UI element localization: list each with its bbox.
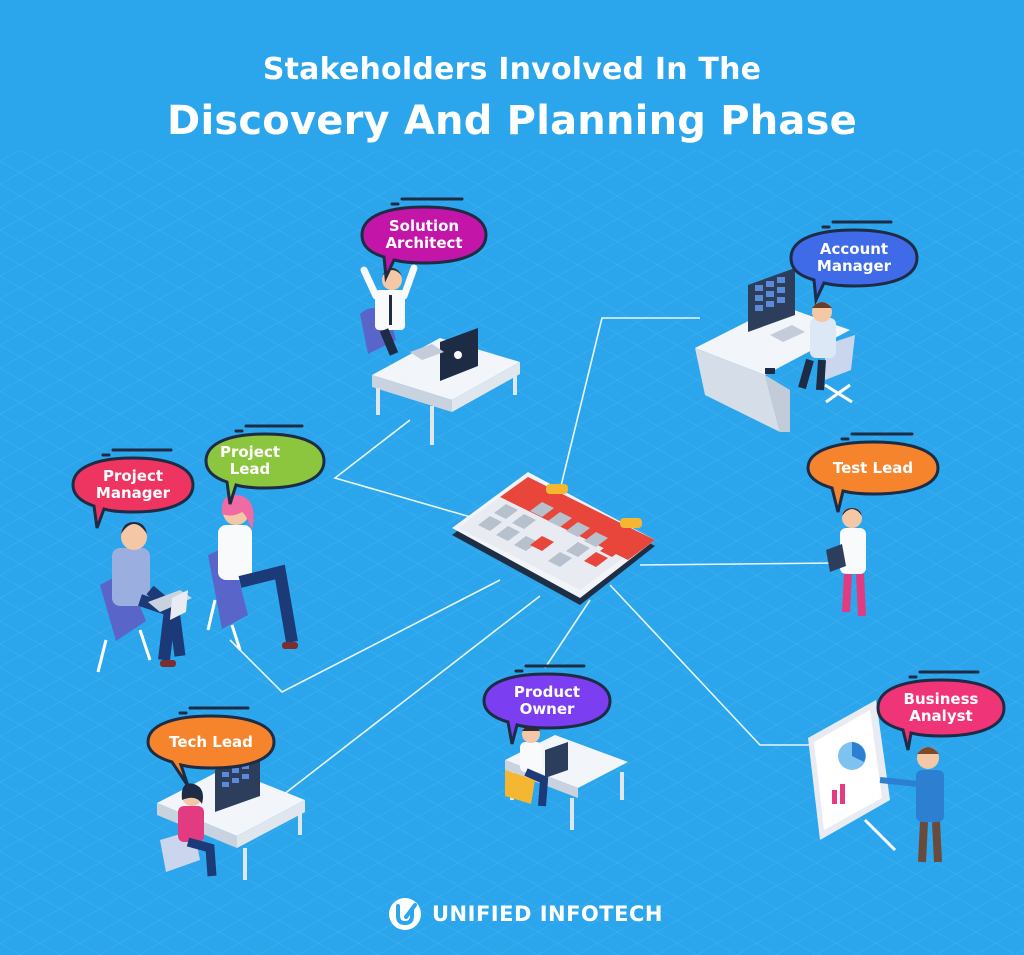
bubble-account-manager: Account Manager (789, 220, 919, 306)
connector-business-analyst (609, 584, 810, 746)
speech-bubble-icon (789, 220, 919, 306)
speech-bubble-icon (360, 197, 488, 283)
title-line-2: Discovery And Planning Phase (167, 98, 857, 144)
label-test-lead: Test Lead (832, 458, 914, 477)
bubble-project-manager: Project Manager (71, 448, 195, 529)
label-tech-lead: Tech Lead (169, 732, 253, 751)
bubble-tech-lead: Tech Lead (146, 706, 276, 787)
speech-bubble-icon (482, 664, 612, 745)
speech-bubble-icon (806, 432, 940, 513)
connector-solution-architect (333, 419, 489, 523)
project-manager-figure (96, 522, 192, 673)
bubble-product-owner: Product Owner (482, 664, 612, 745)
speech-bubble-icon (71, 448, 195, 529)
speech-bubble-icon (204, 424, 326, 505)
brand-name: UNIFIED INFOTECH (432, 902, 663, 926)
test-lead-figure (826, 508, 866, 617)
speech-bubble-icon (146, 706, 276, 787)
label-project-lead: Project Lead (219, 443, 281, 478)
business-analyst-board (808, 700, 944, 863)
account-manager-desk (695, 268, 855, 432)
connector-tech-lead (269, 595, 541, 806)
speech-bubble-icon (876, 670, 1006, 751)
title-line-1: Stakeholders Involved In The (262, 52, 762, 87)
label-account-manager: Account Manager (816, 240, 892, 275)
brand-logo: UNIFIED INFOTECH (388, 897, 663, 931)
connector-product-owner (544, 599, 591, 669)
project-lead-figure (206, 494, 298, 651)
solution-architect-desk (360, 264, 520, 445)
calendar-icon (452, 472, 655, 605)
bubble-project-lead: Project Lead (204, 424, 326, 505)
label-project-manager: Project Manager (95, 467, 171, 502)
unified-infotech-logo-icon (389, 898, 421, 930)
label-solution-architect: Solution Architect (385, 217, 463, 252)
bubble-business-analyst: Business Analyst (876, 670, 1006, 751)
bubble-test-lead: Test Lead (806, 432, 940, 513)
connector-test-lead (639, 562, 836, 566)
connector-account-manager (559, 317, 700, 491)
label-product-owner: Product Owner (513, 683, 581, 718)
bubble-solution-architect: Solution Architect (360, 197, 488, 283)
label-business-analyst: Business Analyst (903, 690, 979, 725)
connector-project-lead (229, 579, 501, 693)
